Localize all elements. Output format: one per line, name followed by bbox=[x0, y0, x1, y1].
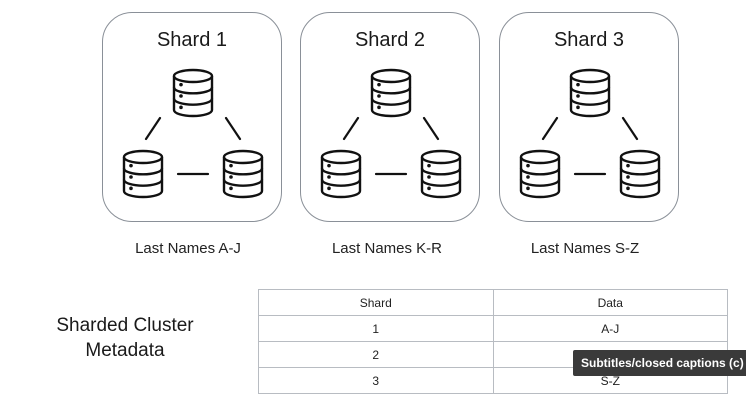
connector-line bbox=[541, 116, 559, 141]
connector-line bbox=[422, 116, 440, 141]
database-icon bbox=[569, 68, 611, 118]
shard-1-box: Shard 1 bbox=[102, 12, 282, 222]
cluster-label-line-1: Sharded Cluster bbox=[56, 315, 194, 336]
shard-2-box: Shard 2 bbox=[300, 12, 480, 222]
shard-1-replica-set bbox=[122, 68, 264, 199]
database-icon bbox=[370, 68, 412, 118]
database-icon bbox=[420, 149, 462, 199]
database-icon bbox=[172, 68, 214, 118]
database-icon bbox=[519, 149, 561, 199]
table-cell-shard: 3 bbox=[258, 367, 494, 394]
shard-3-box: Shard 3 bbox=[499, 12, 679, 222]
shard-3-replica-set bbox=[519, 68, 661, 199]
table-cell-shard: 2 bbox=[258, 341, 494, 368]
shard-3-title: Shard 3 bbox=[553, 29, 625, 51]
connector-line bbox=[342, 116, 360, 141]
metadata-table: Shard Data 1 A-J 2 3 S-Z bbox=[258, 289, 728, 394]
subtitles-tooltip: Subtitles/closed captions (c) bbox=[573, 350, 746, 376]
cluster-label-line-2: Metadata bbox=[85, 340, 165, 361]
database-icon bbox=[320, 149, 362, 199]
shard-1-caption: Last Names A-J bbox=[135, 240, 241, 257]
shard-1-title: Shard 1 bbox=[156, 29, 228, 51]
shard-2-replica-set bbox=[320, 68, 462, 199]
table-header-row: Shard Data bbox=[258, 289, 728, 316]
database-icon bbox=[222, 149, 264, 199]
table-row: 1 A-J bbox=[258, 315, 728, 342]
header-shard: Shard bbox=[258, 289, 494, 316]
table-cell-data: A-J bbox=[492, 315, 728, 342]
shard-2-title: Shard 2 bbox=[354, 29, 426, 51]
shard-2-caption: Last Names K-R bbox=[331, 240, 443, 257]
shard-3-caption: Last Names S-Z bbox=[530, 240, 640, 257]
connector-line bbox=[621, 116, 639, 141]
connector-line bbox=[224, 116, 242, 141]
connector-line bbox=[144, 116, 162, 141]
header-data: Data bbox=[492, 289, 728, 316]
table-cell-shard: 1 bbox=[258, 315, 494, 342]
cluster-metadata-label: Sharded Cluster Metadata bbox=[40, 313, 210, 363]
database-icon bbox=[122, 149, 164, 199]
database-icon bbox=[619, 149, 661, 199]
